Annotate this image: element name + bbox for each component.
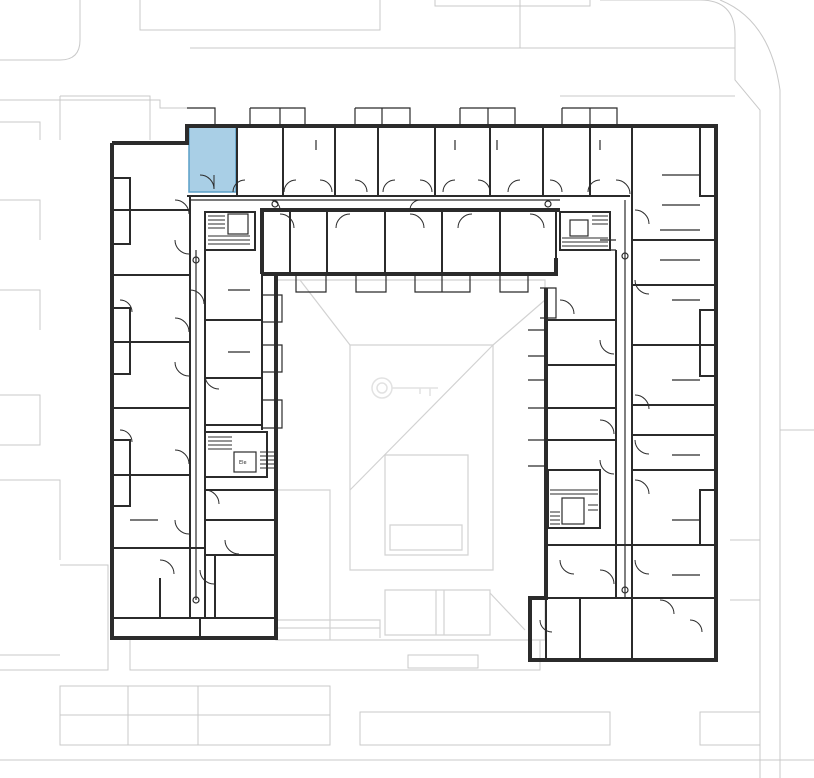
stair-core-right — [547, 469, 601, 529]
elevator-label: Ele — [239, 460, 247, 466]
building-outer-walls — [110, 124, 718, 662]
right-wing-partitions — [528, 174, 716, 660]
left-wing-partitions — [112, 178, 283, 618]
top-wing-partitions — [187, 107, 633, 293]
corridor-details — [190, 199, 629, 604]
elevator — [233, 451, 257, 473]
courtyard — [275, 279, 546, 641]
key-icon — [371, 377, 438, 399]
stair-core-left: Ele — [204, 431, 276, 478]
door-swings — [119, 174, 703, 633]
stair-core-top-right — [559, 211, 611, 251]
stair-core-top-left — [204, 211, 256, 251]
